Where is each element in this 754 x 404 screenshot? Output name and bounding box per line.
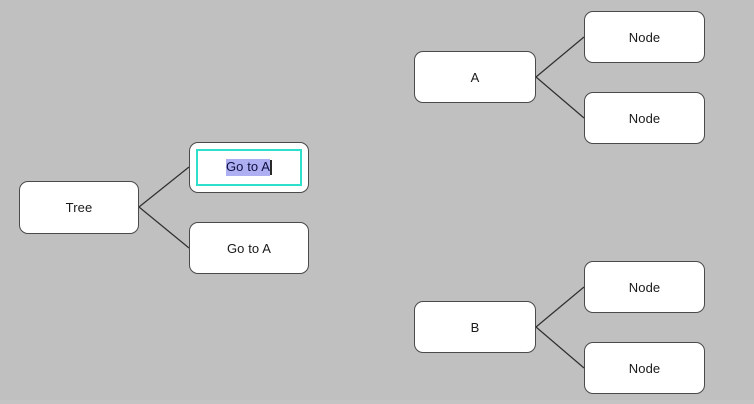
edge-b-to-node-2 [535,326,585,369]
node-a-child-2[interactable]: Node [584,92,705,144]
edge-a-to-node-1 [535,36,585,78]
node-a-root[interactable]: A [414,51,536,103]
node-goto-a-editing[interactable]: Go to A [189,142,309,193]
node-b-child-1[interactable]: Node [584,261,705,313]
node-label: Node [628,360,661,376]
node-a-child-1[interactable]: Node [584,11,705,63]
edge-b-to-node-1 [535,286,585,328]
node-b-child-2[interactable]: Node [584,342,705,394]
node-goto-a[interactable]: Go to A [189,222,309,274]
node-tree-root[interactable]: Tree [19,181,139,234]
node-b-root[interactable]: B [414,301,536,353]
node-label: B [470,319,480,335]
node-text-editor[interactable]: Go to A [196,149,302,186]
node-label: Node [628,279,661,295]
text-caret [270,160,273,175]
node-editor-selected-text[interactable]: Go to A [225,158,271,177]
node-label: Go to A [226,240,272,256]
node-label: A [470,69,480,85]
canvas-bottom-edge [0,400,754,404]
node-label: Node [628,29,661,45]
edge-tree-to-goto-a-2 [138,206,190,249]
edge-tree-to-goto-a-1 [138,166,190,208]
node-label: Node [628,110,661,126]
node-label: Tree [65,200,93,215]
edge-a-to-node-2 [535,76,585,119]
